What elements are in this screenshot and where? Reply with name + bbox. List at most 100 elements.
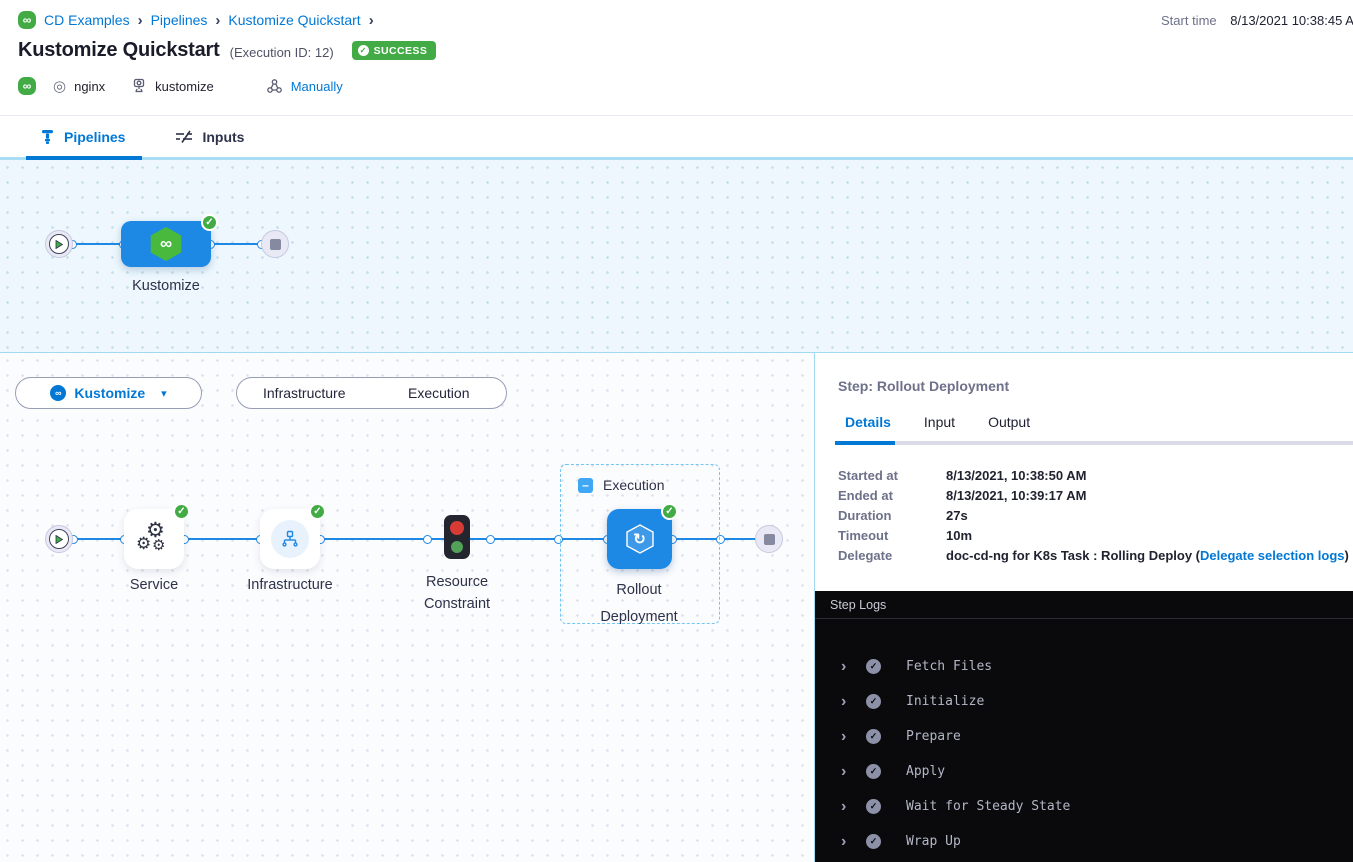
node-resource-constraint[interactable] bbox=[444, 515, 470, 559]
step-detail-rows: Started at 8/13/2021, 10:38:50 AM Ended … bbox=[838, 465, 1349, 565]
start-time-value: 8/13/2021 10:38:45 AM bbox=[1230, 13, 1353, 28]
chevron-right-icon[interactable]: › bbox=[841, 692, 847, 710]
toggle-infrastructure[interactable]: Infrastructure bbox=[263, 385, 346, 401]
node-rollout-deployment[interactable]: ↻ ✓ bbox=[607, 503, 678, 569]
status-badge-label: SUCCESS bbox=[373, 44, 428, 57]
execution-group-header[interactable]: – Execution bbox=[578, 477, 664, 493]
pipeline-end-node[interactable] bbox=[261, 230, 289, 258]
node-resource-constraint-label: Resource Constraint bbox=[423, 574, 491, 612]
log-row-wrap-up[interactable]: › ✓ Wrap Up bbox=[841, 832, 961, 850]
breadcrumb-separator: › bbox=[368, 11, 374, 29]
toggle-execution[interactable]: Execution bbox=[408, 385, 470, 401]
tab-track bbox=[835, 441, 1353, 445]
breadcrumb-cd-examples[interactable]: CD Examples bbox=[44, 12, 130, 28]
cd-module-icon: ∞ bbox=[18, 77, 36, 95]
log-row-wait-steady-state[interactable]: › ✓ Wait for Steady State bbox=[841, 797, 1071, 815]
log-success-icon: ✓ bbox=[866, 729, 881, 744]
service-icon: ◎ bbox=[53, 78, 67, 95]
log-success-icon: ✓ bbox=[866, 764, 881, 779]
stage-node-kustomize[interactable]: ∞ ✓ bbox=[121, 214, 218, 267]
stage-end-node[interactable] bbox=[755, 525, 783, 553]
main-tabbar: Pipelines Inputs bbox=[0, 115, 1353, 160]
log-row-fetch-files[interactable]: › ✓ Fetch Files bbox=[841, 657, 993, 675]
step-panel-tabs: Details Input Output bbox=[845, 414, 1030, 430]
tab-pipelines-label: Pipelines bbox=[64, 128, 126, 145]
inputs-icon bbox=[175, 129, 193, 145]
meta-row: ∞ ◎ nginx kustomize Manually bbox=[18, 77, 343, 95]
breadcrumb-pipelines[interactable]: Pipelines bbox=[150, 12, 208, 28]
stage-node-label: Kustomize bbox=[132, 278, 200, 294]
chevron-right-icon[interactable]: › bbox=[841, 657, 847, 675]
edge-dot bbox=[554, 535, 563, 544]
stage-graph-canvas[interactable]: ∞ ✓ Kustomize bbox=[0, 160, 1353, 352]
step-success-icon: ✓ bbox=[309, 503, 326, 520]
gears-icon: ⚙ ⚙ ⚙ bbox=[136, 519, 166, 554]
step-success-icon: ✓ bbox=[173, 503, 190, 520]
chevron-right-icon[interactable]: › bbox=[841, 762, 847, 780]
chevron-right-icon[interactable]: › bbox=[841, 727, 847, 745]
trigger-icon bbox=[266, 78, 283, 95]
lower-section: ∞ Kustomize ▾ Infrastructure Execution bbox=[0, 352, 1353, 862]
collapse-icon[interactable]: – bbox=[578, 477, 593, 493]
active-tab-ink bbox=[835, 441, 895, 445]
tab-details[interactable]: Details bbox=[845, 414, 891, 430]
pipelines-icon bbox=[40, 129, 55, 145]
stage-selector-label: Kustomize bbox=[74, 385, 146, 401]
traffic-red-icon bbox=[450, 521, 464, 535]
step-success-icon: ✓ bbox=[661, 503, 678, 520]
start-time-label: Start time bbox=[1161, 13, 1217, 28]
log-row-apply[interactable]: › ✓ Apply bbox=[841, 762, 946, 780]
tab-output[interactable]: Output bbox=[988, 414, 1031, 430]
chevron-down-icon: ▾ bbox=[161, 387, 167, 400]
tab-pipelines[interactable]: Pipelines bbox=[40, 129, 125, 145]
stage-start-node[interactable] bbox=[45, 525, 73, 553]
header: ∞ CD Examples › Pipelines › Kustomize Qu… bbox=[0, 0, 1353, 115]
edge-dot bbox=[486, 535, 495, 544]
tab-inputs-label: Inputs bbox=[202, 128, 245, 145]
node-infrastructure[interactable]: ✓ bbox=[260, 503, 326, 569]
edge-dot bbox=[423, 535, 432, 544]
trigger-type[interactable]: Manually bbox=[290, 78, 343, 94]
execution-group-label: Execution bbox=[603, 477, 665, 493]
stop-icon bbox=[763, 533, 775, 545]
delegate-value: doc-cd-ng for K8s Task : Rolling Deploy … bbox=[946, 547, 1200, 563]
pipeline-start-node[interactable] bbox=[45, 230, 73, 258]
rollout-icon: ↻ bbox=[623, 524, 657, 554]
execution-id: (Execution ID: 12) bbox=[229, 44, 334, 60]
tab-inputs[interactable]: Inputs bbox=[175, 129, 244, 145]
log-row-prepare[interactable]: › ✓ Prepare bbox=[841, 727, 961, 745]
edge-dot bbox=[716, 535, 725, 544]
step-logs-list: › ✓ Fetch Files › ✓ Initialize › ✓ Prepa… bbox=[815, 619, 1353, 859]
delegate-close-paren: ) bbox=[1344, 547, 1349, 563]
tab-input[interactable]: Input bbox=[923, 414, 956, 430]
success-check-icon: ✓ bbox=[357, 45, 369, 56]
execution-graph-canvas[interactable]: ∞ Kustomize ▾ Infrastructure Execution bbox=[0, 352, 814, 862]
edge bbox=[210, 243, 262, 245]
service-name: nginx bbox=[74, 78, 106, 94]
play-icon bbox=[49, 529, 69, 549]
node-rollout-label: Rollout Deployment bbox=[600, 582, 678, 625]
detail-row-started: Started at 8/13/2021, 10:38:50 AM bbox=[838, 467, 1087, 483]
infrastructure-icon bbox=[271, 520, 309, 558]
detail-row-duration: Duration 27s bbox=[838, 507, 968, 523]
detail-row-timeout: Timeout 10m bbox=[838, 527, 973, 543]
chevron-right-icon[interactable]: › bbox=[841, 797, 847, 815]
environment-icon bbox=[131, 78, 147, 94]
log-row-initialize[interactable]: › ✓ Initialize bbox=[841, 692, 985, 710]
delegate-selection-logs-link[interactable]: Delegate selection logs bbox=[1200, 547, 1345, 563]
log-success-icon: ✓ bbox=[866, 799, 881, 814]
edge bbox=[184, 538, 260, 540]
stage-selector-dropdown[interactable]: ∞ Kustomize ▾ bbox=[15, 377, 202, 409]
step-logs-panel: Step Logs › ✓ Fetch Files › ✓ Initialize… bbox=[815, 591, 1353, 862]
breadcrumb-kustomize-quickstart[interactable]: Kustomize Quickstart bbox=[228, 12, 361, 28]
chevron-right-icon[interactable]: › bbox=[841, 832, 847, 850]
title-row: Kustomize Quickstart (Execution ID: 12) … bbox=[18, 39, 437, 62]
active-tab-underline bbox=[26, 156, 142, 160]
step-logs-title: Step Logs bbox=[815, 591, 1353, 619]
breadcrumb-separator: › bbox=[215, 11, 221, 29]
node-service[interactable]: ⚙ ⚙ ⚙ ✓ bbox=[124, 503, 190, 569]
log-success-icon: ✓ bbox=[866, 694, 881, 709]
stage-success-icon: ✓ bbox=[201, 214, 218, 231]
status-badge: ✓ SUCCESS bbox=[351, 41, 437, 60]
